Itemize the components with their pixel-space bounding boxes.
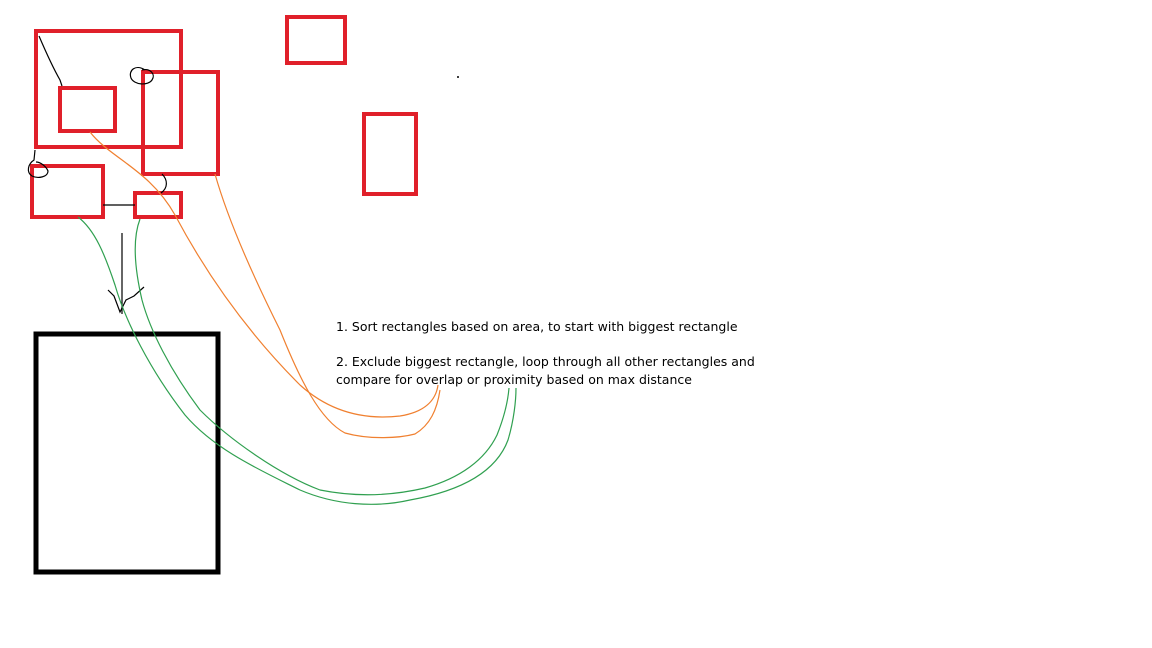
rect-right-isolated bbox=[362, 112, 418, 196]
rect-overlapping bbox=[141, 70, 220, 176]
orange-curve-outer bbox=[214, 173, 441, 439]
rect-inner-small bbox=[58, 86, 117, 133]
orange-curves bbox=[89, 131, 441, 439]
red-rectangles bbox=[30, 15, 418, 219]
rect-left-bottom bbox=[30, 164, 105, 219]
orange-curve-inner bbox=[89, 131, 439, 418]
scribble-loop-top bbox=[129, 66, 154, 85]
green-curves bbox=[77, 216, 517, 505]
merged-box bbox=[33, 331, 221, 575]
rect-top-isolated bbox=[285, 15, 347, 65]
green-curve-outer bbox=[77, 216, 517, 505]
stray-dot bbox=[457, 76, 459, 78]
green-curve-inner bbox=[134, 218, 510, 496]
scribble-top-left bbox=[38, 35, 63, 87]
note-step-2: 2. Exclude biggest rectangle, loop throu… bbox=[336, 354, 755, 387]
rect-biggest bbox=[34, 29, 183, 149]
connector-right-curve bbox=[160, 173, 167, 194]
scribble-loop-left bbox=[27, 149, 49, 178]
note-step-1: 1. Sort rectangles based on area, to sta… bbox=[336, 319, 738, 334]
connector-scribbles bbox=[27, 35, 167, 206]
arrow-head bbox=[107, 286, 145, 314]
down-arrow bbox=[107, 233, 145, 314]
